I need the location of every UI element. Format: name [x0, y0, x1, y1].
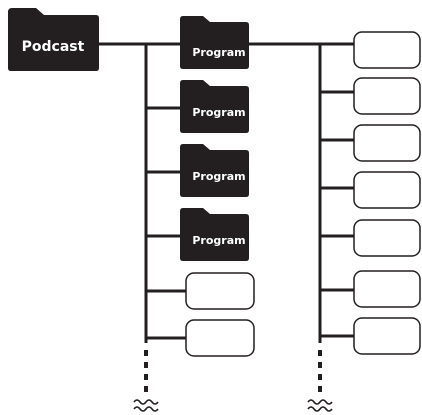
squiggle-icon	[307, 406, 333, 412]
connector-lines	[98, 42, 354, 343]
level1-folder[interactable]: Program	[180, 80, 249, 133]
level1-folder[interactable]: Program	[180, 144, 249, 197]
root-folder[interactable]: Podcast	[8, 8, 99, 71]
break-marks	[133, 399, 333, 412]
empty-item-box[interactable]	[185, 319, 255, 357]
level1-folder[interactable]: Program	[180, 208, 249, 261]
folder-label: Program	[192, 170, 245, 183]
folder-icon	[180, 16, 249, 69]
squiggle-icon	[133, 406, 159, 412]
empty-item-box[interactable]	[353, 31, 421, 69]
folder-icon	[180, 144, 249, 197]
empty-item-box[interactable]	[353, 77, 421, 115]
folder-label: Program	[192, 46, 245, 59]
folder-icon	[8, 8, 99, 71]
empty-item-box[interactable]	[353, 171, 421, 209]
folder-label: Program	[192, 234, 245, 247]
level1-folder[interactable]: Program	[180, 16, 249, 69]
folder-icon	[180, 80, 249, 133]
empty-item-box[interactable]	[353, 270, 421, 308]
empty-item-box[interactable]	[353, 124, 421, 162]
folder-label: Program	[192, 106, 245, 119]
empty-item-box[interactable]	[185, 272, 255, 310]
continuation-dots	[144, 350, 322, 398]
folder-icon	[180, 208, 249, 261]
root-folder-label: Podcast	[22, 39, 85, 55]
empty-item-box[interactable]	[353, 219, 421, 257]
squiggle-icon	[133, 399, 159, 405]
squiggle-icon	[307, 399, 333, 405]
empty-item-box[interactable]	[353, 317, 421, 355]
